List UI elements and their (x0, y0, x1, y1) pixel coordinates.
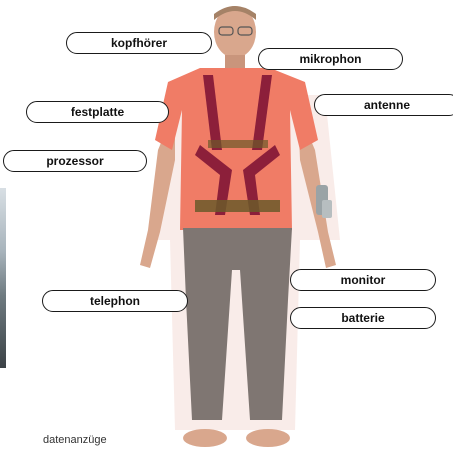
label-kopfhoerer: kopfhörer (66, 32, 212, 54)
label-text: monitor (341, 273, 386, 287)
caption: datenanzüge (43, 434, 107, 446)
label-antenne: antenne (314, 94, 453, 116)
label-prozessor: prozessor (3, 150, 147, 172)
label-mikrophon: mikrophon (258, 48, 403, 70)
label-batterie: batterie (290, 307, 436, 329)
label-text: festplatte (71, 105, 124, 119)
label-text: prozessor (46, 154, 103, 168)
label-text: telephon (90, 294, 140, 308)
label-text: kopfhörer (111, 36, 167, 50)
foot-right (246, 429, 290, 447)
label-text: batterie (341, 311, 384, 325)
foot-left (183, 429, 227, 447)
label-telephon: telephon (42, 290, 188, 312)
label-text: mikrophon (300, 52, 362, 66)
label-monitor: monitor (290, 269, 436, 291)
harness-chest-band (208, 140, 268, 148)
arm-device-screen (322, 200, 332, 218)
harness-belt (195, 200, 280, 212)
label-text: antenne (364, 98, 410, 112)
label-festplatte: festplatte (26, 101, 169, 123)
